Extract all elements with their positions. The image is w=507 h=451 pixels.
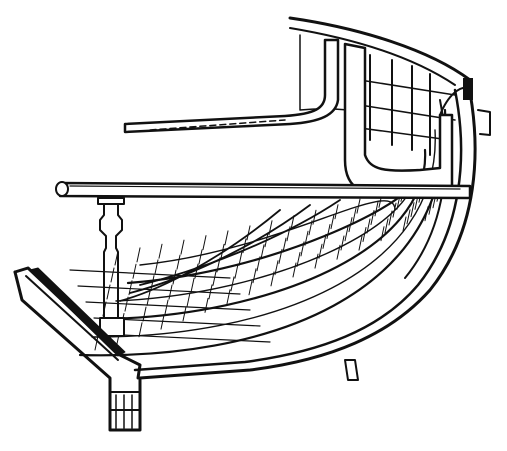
floor-frame-mark [230, 276, 235, 292]
floor-frame-mark [142, 306, 147, 322]
floor-frame-mark [186, 292, 191, 308]
floor-frame-mark [238, 250, 243, 266]
floor-frame-mark [330, 214, 335, 230]
floor-frame-mark [136, 247, 141, 263]
floor-frame-mark [154, 259, 159, 275]
floor-frame-mark [428, 199, 433, 215]
floor-frame-mark [252, 268, 257, 284]
floor-frame-mark [270, 271, 275, 287]
floor-frame-mark [274, 260, 279, 276]
floor-frame-mark [164, 299, 169, 315]
floor-frame-mark [242, 238, 247, 254]
floor-frame-mark [176, 254, 181, 270]
stern-cap [463, 78, 473, 100]
inner-ceiling-curve [129, 204, 311, 294]
floor-frame-mark [410, 202, 415, 218]
floor-plank [69, 269, 231, 279]
floor-frame-mark [94, 335, 99, 351]
floor-frame-mark [190, 277, 195, 293]
floor-frame-mark [180, 239, 185, 255]
floor-frame-mark [282, 237, 287, 253]
pillar-stanchion [97, 197, 125, 337]
floor-frame-mark [202, 235, 207, 251]
floor-frame-mark [308, 220, 313, 236]
floor-frame-mark [268, 220, 273, 236]
floor-frame-mark [356, 198, 361, 214]
floor-frame-mark [388, 210, 393, 226]
floor-frame-mark [248, 280, 253, 296]
floor-frame-mark [224, 230, 229, 246]
floor-frame-mark [296, 252, 301, 267]
floor-plank [101, 333, 271, 343]
floor-frame-mark [300, 241, 305, 257]
floor-frame-mark [278, 248, 283, 264]
floor-frame-mark [374, 201, 379, 217]
floor-plank [85, 301, 251, 311]
floor-frame-mark [402, 216, 407, 232]
hull-rib [139, 200, 396, 266]
beam-end [55, 181, 69, 197]
floor-frame-mark [348, 217, 353, 233]
floor-frame-mark [312, 209, 317, 225]
floor-frame-mark [208, 284, 213, 300]
deck-beam [55, 181, 472, 200]
floor-frame-mark [168, 284, 173, 300]
floor-frame-mark [362, 227, 367, 242]
floor-frame-mark [234, 263, 239, 279]
floor-frame-mark [212, 270, 217, 286]
floor-frame-mark [150, 275, 155, 291]
floor-frame-mark [314, 253, 319, 269]
floor-frame-mark [198, 249, 203, 265]
floor-frame-mark [292, 262, 297, 278]
floor-frame-mark [264, 232, 269, 248]
floor-frame-mark [304, 230, 309, 246]
floor-frame-mark [246, 225, 251, 241]
floor-frame-mark [110, 267, 115, 283]
floor-frame-mark [340, 235, 345, 251]
floor-frame-mark [370, 210, 375, 225]
floor-frame-mark [216, 257, 221, 273]
floor-frame-mark [392, 202, 397, 218]
floor-frame-mark [256, 256, 261, 272]
floor-frame-mark [146, 290, 151, 306]
inner-ceiling-curve [139, 199, 341, 286]
hull-rib [91, 129, 436, 338]
floor-frame-mark [128, 280, 133, 296]
floor-frame-mark [358, 235, 363, 251]
floor-frame-mark [344, 226, 349, 242]
floor-frame-mark [172, 269, 177, 285]
floor-frame-mark [138, 322, 143, 338]
floor-frame-mark [334, 204, 339, 220]
floor-frame-mark [158, 243, 163, 259]
floor-frame-mark [220, 243, 225, 259]
floor-frame-mark [352, 207, 357, 223]
floor-frame-mark [204, 297, 209, 313]
floor-frame-mark [226, 289, 231, 305]
hull-ribs [78, 108, 447, 357]
floor-frame-mark [380, 226, 385, 242]
floor-frame-mark [322, 233, 327, 249]
floor-frame-mark [260, 244, 265, 260]
floor-frame-mark [384, 218, 389, 234]
floor-frame-mark [160, 314, 165, 330]
floor-frame-mark [366, 218, 371, 234]
knee-bracket-right [343, 42, 471, 192]
floor-frame-mark [326, 224, 331, 239]
floor-frame-mark [336, 244, 341, 260]
floor-frame-mark [290, 215, 295, 230]
inner-ceiling-curve [119, 209, 281, 302]
floor-frame-mark [406, 209, 411, 225]
knee-bracket-left [123, 38, 340, 134]
floor-frame-mark [132, 263, 137, 279]
floor-frame-mark [424, 206, 429, 222]
upper-gunwale [288, 16, 472, 113]
floor-frame-mark [182, 306, 187, 322]
keel-and-floor-timber [13, 266, 359, 432]
floor-frame-mark [318, 243, 323, 259]
floor-frame-mark [286, 226, 291, 242]
